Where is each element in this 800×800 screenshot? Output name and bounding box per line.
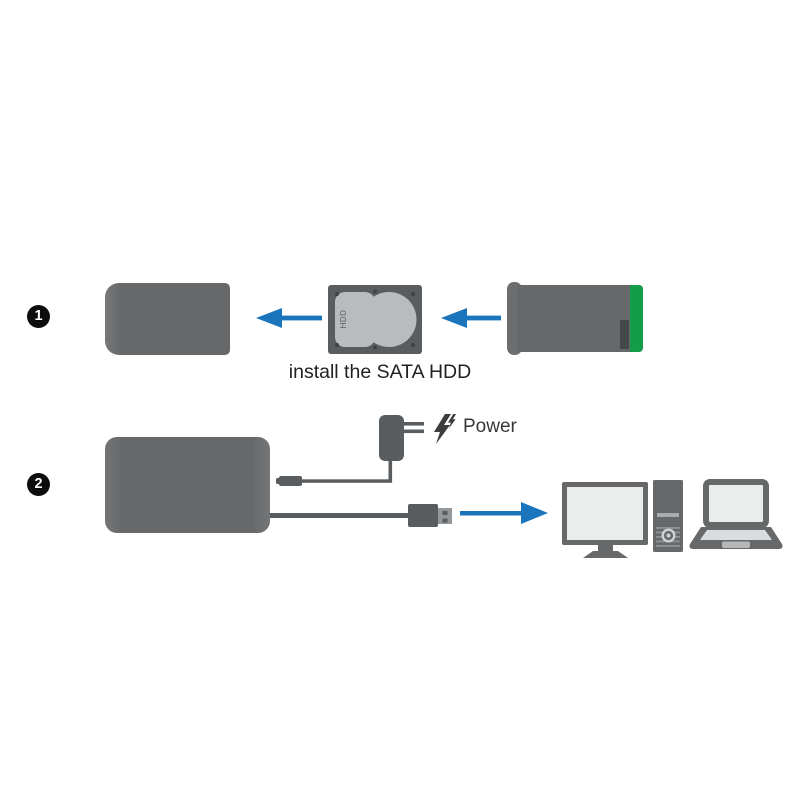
step-1-caption: install the SATA HDD [288, 361, 472, 383]
enclosure-closed [105, 283, 230, 355]
pcb-green-edge [630, 285, 643, 352]
enclosure-front [105, 437, 270, 533]
computers-group [562, 479, 783, 558]
step-1-badge: 1 [27, 305, 50, 328]
sata-connector [620, 320, 629, 349]
lightning-icon [434, 413, 457, 444]
hdd-icon: HDD [328, 285, 422, 354]
power-adapter-icon [276, 415, 424, 486]
usb-plug-icon [270, 504, 452, 527]
arrow-left-icon [441, 308, 501, 328]
hdd-label: HDD [339, 310, 348, 329]
arrow-right-icon [460, 502, 548, 524]
arrow-left-icon [256, 308, 322, 328]
laptop-icon [689, 479, 783, 549]
monitor-icon [562, 482, 648, 558]
desktop-tower-icon [653, 480, 683, 552]
step-2-number: 2 [34, 476, 43, 492]
step-2-badge: 2 [27, 473, 50, 496]
step-1-number: 1 [34, 308, 43, 324]
enclosure-open-body [517, 285, 630, 352]
power-label: Power [463, 416, 517, 437]
